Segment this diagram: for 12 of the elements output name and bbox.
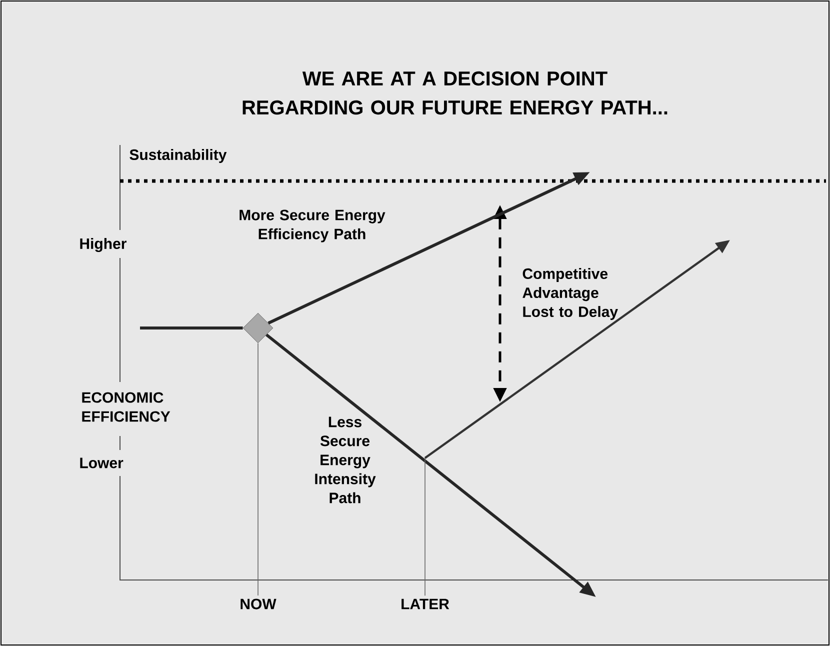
label: Higher [80,238,126,252]
leader-line [424,458,426,596]
label: Less Secure Energy Intensity Path [315,416,376,504]
title: WE ARE AT A DECISION POINT REGARDING OUR FUTURE ENERGY PATH... [242,71,668,115]
axis-label: NOW [240,598,276,610]
label: Lower [80,458,124,468]
label: Competitive Advantage Lost to Delay [522,268,618,320]
label: More Secure Energy Efficiency Path [240,210,386,242]
decision-diamond [242,312,274,344]
label: Sustainability [130,149,227,163]
axis-label: LATER [402,598,450,610]
label: ECONOMIC EFFICIENCY [82,392,170,422]
